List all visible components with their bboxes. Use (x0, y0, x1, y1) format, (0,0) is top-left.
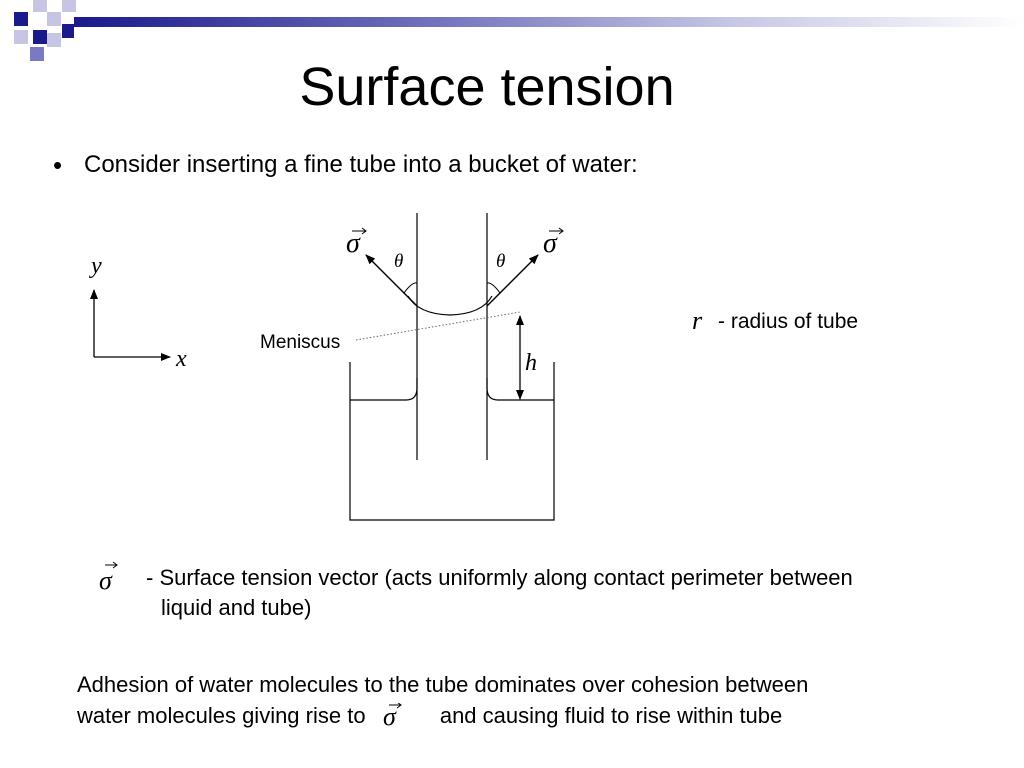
deco-square (62, 24, 74, 38)
sigma-vector-left (365, 254, 418, 307)
water-surface-left (350, 378, 418, 401)
y-axis-label: y (89, 253, 102, 279)
note-line-2-after: and causing fluid to rise within tube (439, 703, 783, 728)
radius-text: - radius of tube (718, 310, 858, 333)
inline-sigma-symbol: σ (383, 703, 402, 729)
sigma-vector-right (486, 254, 539, 307)
radius-symbol: r (692, 306, 703, 335)
meniscus-pointer (355, 311, 521, 341)
legend-sigma-glyph: σ (99, 566, 113, 595)
deco-square (33, 0, 47, 12)
vector-arrow-icon (388, 703, 402, 709)
corner-decoration (14, 0, 76, 61)
theta-arc-right (486, 282, 501, 294)
legend-sigma-symbol: σ (99, 561, 118, 595)
note-line-1: Adhesion of water molecules to the tube … (77, 672, 809, 697)
theta-arc-left (403, 282, 418, 294)
theta-label-left: θ (394, 251, 403, 272)
deco-square (33, 30, 47, 44)
inline-sigma-glyph: σ (383, 703, 397, 729)
header-gradient-bar (74, 17, 1024, 27)
legend-line-1: - Surface tension vector (acts uniformly… (146, 565, 853, 590)
deco-square (30, 47, 44, 61)
sigma-label-left: σ (346, 228, 361, 259)
deco-square (47, 33, 61, 47)
bullet-dot: • (53, 150, 63, 180)
deco-square (14, 30, 28, 44)
legend-text: - Surface tension vector (acts uniformly… (146, 563, 986, 623)
sigma-label-right: σ (543, 228, 558, 259)
deco-square (62, 0, 76, 12)
height-label: h (525, 350, 537, 376)
meniscus-curve (407, 295, 493, 316)
deco-square (14, 12, 28, 26)
legend-line-2: liquid and tube) (161, 595, 312, 620)
slide-title: Surface tension (299, 57, 675, 117)
vector-arrow-icon (105, 561, 118, 569)
meniscus-label: Meniscus (260, 332, 340, 353)
x-axis-label: x (175, 346, 187, 372)
vector-arrow-icon (549, 227, 564, 235)
bullet-text: Consider inserting a fine tube into a bu… (84, 151, 638, 178)
explanation-note: Adhesion of water molecules to the tube … (77, 669, 977, 731)
vector-arrow-icon (352, 227, 367, 235)
bucket (349, 362, 555, 521)
deco-square (47, 12, 61, 26)
note-line-2-before: water molecules giving rise to (77, 703, 366, 728)
theta-label-right: θ (496, 251, 505, 272)
